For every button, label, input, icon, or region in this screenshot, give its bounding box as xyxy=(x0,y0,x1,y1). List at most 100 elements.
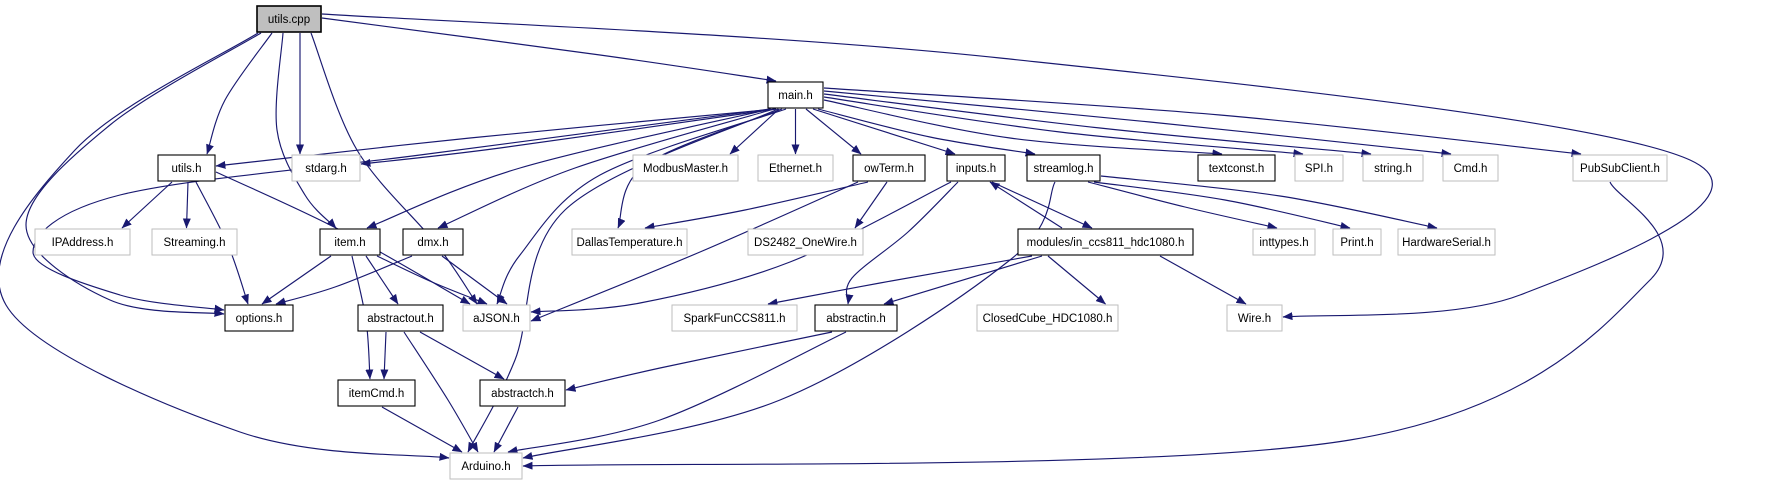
node-spi-h: SPI.h xyxy=(1294,154,1344,182)
node-itemcmd-h[interactable]: itemCmd.h xyxy=(337,379,416,407)
edge-owTerm.h-to-DallasTemperature.h xyxy=(644,181,869,231)
edge-abstractout.h-to-abstractch.h xyxy=(419,331,505,380)
node-label: utils.cpp xyxy=(268,14,310,26)
nodes-layer: utils.cpp main.h utils.h stdarg.h ModbusMast… xyxy=(34,5,1668,480)
edge-utils.cpp-to-Arduino.h xyxy=(0,32,450,461)
node-streaming-h: Streaming.h xyxy=(151,228,238,256)
node-options-h[interactable]: options.h xyxy=(224,304,294,332)
edge-abstractout.h-to-itemCmd.h xyxy=(380,331,389,380)
edge-utils.cpp-to-aJSON.h xyxy=(310,32,478,305)
node-ethernet-h: Ethernet.h xyxy=(757,154,834,182)
node-label: HardwareSerial.h xyxy=(1402,237,1491,249)
edge-owTerm.h-to-DS2482_OneWire.h xyxy=(854,181,888,229)
node-label: textconst.h xyxy=(1209,163,1265,175)
edge-dmx.h-to-options.h xyxy=(275,255,413,306)
node-utils-h[interactable]: utils.h xyxy=(157,154,216,182)
node-inputs-h[interactable]: inputs.h xyxy=(946,154,1006,182)
node-modbusmaster-h: ModbusMaster.h xyxy=(632,154,739,182)
edge-abstractin.h-to-Arduino.h xyxy=(507,331,847,454)
edge-main.h-to-ModbusMaster.h xyxy=(729,108,780,155)
edge-main.h-to-owTerm.h xyxy=(805,108,862,155)
node-label: dmx.h xyxy=(417,237,448,249)
node-label: Streaming.h xyxy=(163,237,225,249)
edge-abstractch.h-to-Arduino.h xyxy=(493,406,519,453)
node-label: stdarg.h xyxy=(305,163,347,175)
node-utils-cpp: utils.cpp xyxy=(256,5,322,33)
edge-main.h-to-aJSON.h xyxy=(496,108,787,305)
node-ipaddress-h: IPAddress.h xyxy=(34,228,131,256)
node-label: options.h xyxy=(236,313,283,325)
node-label: abstractin.h xyxy=(826,313,885,325)
node-label: modules/in_ccs811_hdc1080.h xyxy=(1027,237,1185,249)
node-dallastemperature-h: DallasTemperature.h xyxy=(571,228,688,256)
node-label: DS2482_OneWire.h xyxy=(754,237,857,249)
edge-modules/in_ccs811_hdc1080.h-to-ClosedCube_HDC1080.h xyxy=(1047,255,1106,305)
node-streamlog-h[interactable]: streamlog.h xyxy=(1026,154,1101,182)
edge-abstractout.h-to-Arduino.h xyxy=(403,331,479,453)
edge-modules/in_ccs811_hdc1080.h-to-abstractin.h xyxy=(883,255,1043,306)
edge-inputs.h-to-modules/in_ccs811_hdc1080.h xyxy=(991,181,1093,229)
edge-item.h-to-aJSON.h xyxy=(376,255,488,305)
node-main-h[interactable]: main.h xyxy=(767,81,824,109)
edge-main.h-to-streamlog.h xyxy=(817,108,1036,157)
edge-PubSubClient.h-to-Arduino.h xyxy=(522,181,1664,470)
edge-streamlog.h-to-Arduino.h xyxy=(522,181,1056,460)
edge-owTerm.h-to-aJSON.h xyxy=(530,181,859,322)
edge-streamlog.h-to-HardwareSerial.h xyxy=(1100,175,1438,231)
node-label: abstractch.h xyxy=(491,388,554,400)
node-label: inputs.h xyxy=(956,163,996,175)
node-hardwareserial-h: HardwareSerial.h xyxy=(1397,228,1496,256)
node-dmx-h[interactable]: dmx.h xyxy=(402,228,464,256)
node-owterm-h[interactable]: owTerm.h xyxy=(852,154,926,182)
edge-utils.cpp-to-Wire.h xyxy=(321,13,1713,321)
node-textconst-h[interactable]: textconst.h xyxy=(1197,154,1276,182)
node-item-h[interactable]: item.h xyxy=(319,228,381,256)
node-label: aJSON.h xyxy=(473,313,520,325)
node-label: Cmd.h xyxy=(1454,163,1488,175)
edge-main.h-to-textconst.h xyxy=(823,99,1223,158)
node-abstractin-h[interactable]: abstractin.h xyxy=(814,304,898,332)
node-abstractout-h[interactable]: abstractout.h xyxy=(357,304,444,332)
node-label: SPI.h xyxy=(1305,163,1333,175)
edge-streamlog.h-to-Print.h xyxy=(1093,181,1351,230)
edge-main.h-to-SPI.h xyxy=(823,96,1304,158)
edge-itemCmd.h-to-Arduino.h xyxy=(381,406,463,453)
node-label: Print.h xyxy=(1340,237,1373,249)
node-arduino-h: Arduino.h xyxy=(449,452,523,480)
node-modules-in-ccs811-hdc1080-h[interactable]: modules/in_ccs811_hdc1080.h xyxy=(1017,228,1194,256)
node-label: abstractout.h xyxy=(367,313,433,325)
node-label: Ethernet.h xyxy=(769,163,822,175)
node-string-h: string.h xyxy=(1362,154,1424,182)
edge-modules/in_ccs811_hdc1080.h-to-Wire.h xyxy=(1159,255,1247,305)
edge-modules/in_ccs811_hdc1080.h-to-SparkFunCCS811.h xyxy=(767,255,1033,307)
edge-dmx.h-to-aJSON.h xyxy=(441,255,508,305)
node-wire-h: Wire.h xyxy=(1226,304,1283,332)
node-label: main.h xyxy=(778,90,813,102)
node-label: inttypes.h xyxy=(1259,237,1308,249)
edge-item.h-to-options.h xyxy=(261,255,332,305)
node-print-h: Print.h xyxy=(1332,228,1382,256)
node-abstractch-h[interactable]: abstractch.h xyxy=(479,379,566,407)
node-label: owTerm.h xyxy=(864,163,914,175)
edge-main.h-to-Cmd.h xyxy=(823,90,1452,157)
edge-streamlog.h-to-inttypes.h xyxy=(1087,181,1278,230)
edge-main.h-to-PubSubClient.h xyxy=(823,87,1582,157)
edge-utils.cpp-to-item.h xyxy=(275,32,337,229)
edge-main.h-to-item.h xyxy=(366,108,772,229)
node-label: ClosedCube_HDC1080.h xyxy=(983,313,1113,325)
node-label: string.h xyxy=(1374,163,1412,175)
node-label: IPAddress.h xyxy=(52,237,114,249)
edge-inputs.h-to-abstractin.h xyxy=(845,181,959,305)
node-label: DallasTemperature.h xyxy=(576,237,682,249)
edge-main.h-to-dmx.h xyxy=(437,108,775,229)
edge-utils.cpp-to-main.h xyxy=(321,17,777,84)
edge-utils.h-to-Streaming.h xyxy=(182,181,191,229)
edge-main.h-to-string.h xyxy=(823,93,1372,158)
node-label: SparkFunCCS811.h xyxy=(683,313,785,325)
node-ajson-h: aJSON.h xyxy=(462,304,531,332)
node-label: Wire.h xyxy=(1238,313,1271,325)
edge-main.h-to-utils.h xyxy=(215,108,777,169)
edge-inputs.h-to-aJSON.h xyxy=(530,181,952,316)
edge-modules/in_ccs811_hdc1080.h-to-inputs.h xyxy=(989,181,1063,229)
